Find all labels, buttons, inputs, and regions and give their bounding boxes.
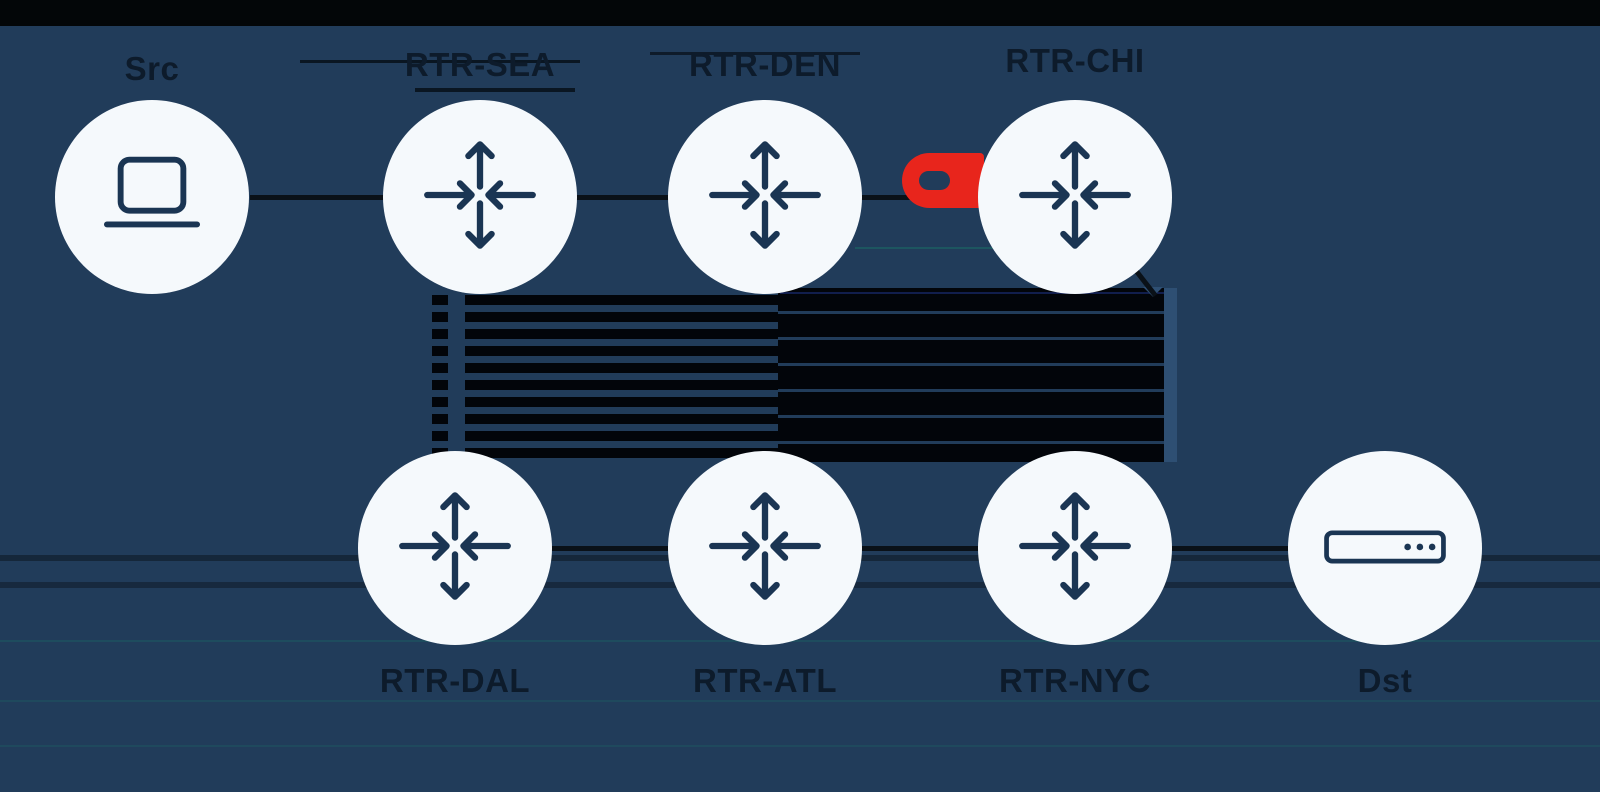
router-icon [397,488,513,609]
router-icon [422,137,538,258]
router-icon [707,137,823,258]
server-icon [1319,498,1451,599]
page-top-band [0,0,1600,26]
link-nyc-dst [1172,546,1288,551]
link-vertical-chi-nyc [1164,288,1177,462]
artifact-striped-block-left [465,295,778,462]
artifact-line [300,60,580,63]
link-src-sea [250,195,383,200]
link-vertical-sea-dal [432,295,448,455]
link-dal-atl [552,546,668,551]
node-rtr-den [668,100,862,294]
node-label-rtr-chi: RTR-CHI [1005,42,1145,79]
node-label-src: Src [124,50,180,87]
link-atl-nyc [862,546,978,551]
node-src [55,100,249,294]
node-rtr-sea [383,100,577,294]
node-dst [1288,451,1482,645]
laptop-icon [93,146,211,249]
node-rtr-chi [978,100,1172,294]
link-sea-den [577,195,668,200]
artifact-line [0,700,1600,702]
node-label-rtr-atl: RTR-ATL [692,662,837,699]
broken-link-indicator [902,153,984,208]
artifact-line [0,745,1600,747]
router-icon [707,488,823,609]
node-label-rtr-dal: RTR-DAL [379,662,531,699]
artifact-line [855,247,1010,249]
broken-link-slot [919,171,950,190]
node-label-dst: Dst [1357,662,1413,699]
artifact-line [780,292,1164,294]
node-rtr-atl [668,451,862,645]
router-icon [1017,137,1133,258]
artifact-striped-block-right [778,288,1164,462]
router-icon [1017,488,1133,609]
node-label-rtr-sea: RTR-SEA [404,46,556,83]
artifact-line [415,88,575,92]
node-rtr-nyc [978,451,1172,645]
artifact-line [0,640,1600,642]
node-label-rtr-den: RTR-DEN [689,46,841,83]
node-label-rtr-nyc: RTR-NYC [999,662,1151,699]
node-rtr-dal [358,451,552,645]
artifact-line [650,52,860,55]
